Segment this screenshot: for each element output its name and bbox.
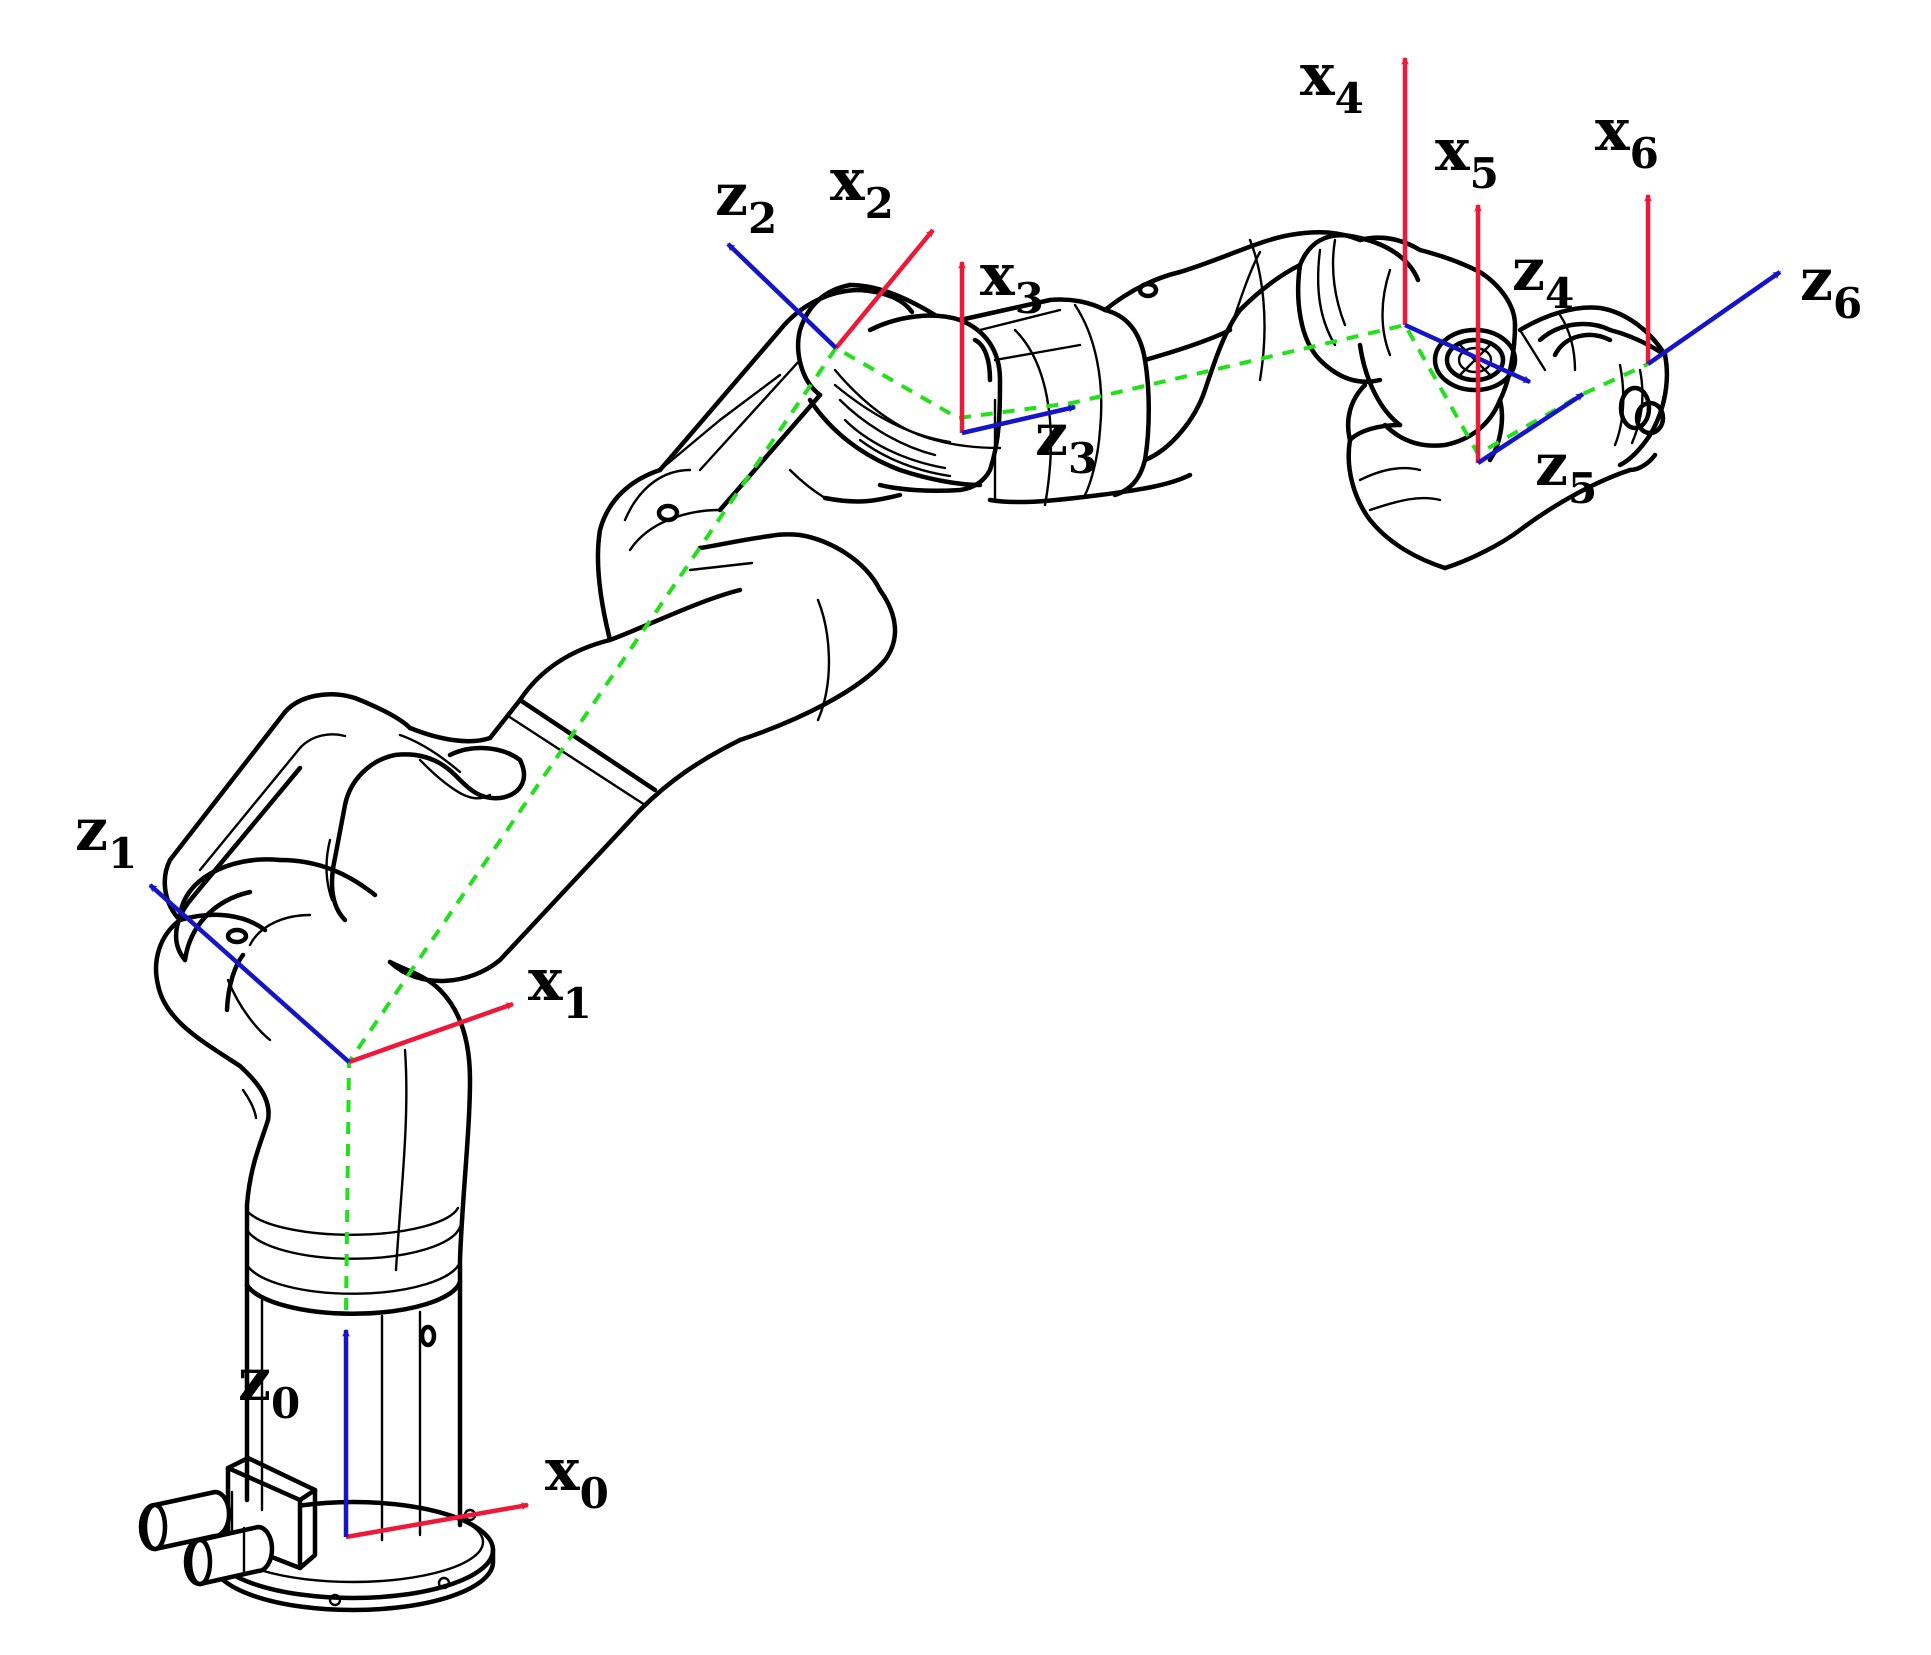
label-z5: z5 xyxy=(1535,431,1597,513)
base-connector xyxy=(138,1455,318,1587)
frame-4 xyxy=(1401,56,1532,385)
link-1 xyxy=(153,912,473,1288)
label-x4: x4 xyxy=(1300,41,1364,123)
frame-3 xyxy=(958,260,1077,436)
wrist-joint-5 xyxy=(1345,322,1633,571)
upper-arm-tube xyxy=(387,561,898,984)
shoulder-joint xyxy=(177,857,443,1013)
label-x5: x5 xyxy=(1435,116,1499,198)
x0-axis xyxy=(345,1502,530,1540)
forearm-tube xyxy=(957,230,1363,507)
label-z6: z6 xyxy=(1800,246,1862,328)
base-column xyxy=(244,1260,463,1542)
frame-1 xyxy=(148,883,515,1065)
z4-axis xyxy=(1404,322,1532,385)
z5-axis xyxy=(1476,392,1585,465)
z2-axis xyxy=(726,242,838,350)
z3-axis xyxy=(961,404,1077,436)
x1-axis xyxy=(348,1001,515,1065)
frame-0 xyxy=(342,1328,530,1540)
kinematic-chain xyxy=(344,322,1649,1311)
upper-arm xyxy=(162,692,527,963)
elbow-joint xyxy=(595,287,915,643)
label-z1: z1 xyxy=(75,796,137,878)
label-x3: x3 xyxy=(980,241,1044,323)
label-z2: z2 xyxy=(715,161,777,243)
z1-axis xyxy=(148,883,351,1064)
frame-2 xyxy=(726,228,935,350)
label-x2: x2 xyxy=(830,146,894,228)
x2-axis xyxy=(834,228,935,350)
label-z3: z3 xyxy=(1035,401,1097,483)
wrist-joint-4 xyxy=(1295,233,1518,443)
label-x1: x1 xyxy=(528,946,592,1028)
frame-6 xyxy=(1644,193,1782,366)
label-z4: z4 xyxy=(1512,236,1574,318)
label-x6: x6 xyxy=(1595,96,1659,178)
label-z0: z0 xyxy=(238,1346,300,1428)
frame-5 xyxy=(1474,203,1585,465)
robot-arm-drawing xyxy=(138,230,1670,1613)
forearm-joint xyxy=(795,282,1082,504)
label-x0: x0 xyxy=(545,1436,609,1518)
z6-axis xyxy=(1646,270,1782,366)
